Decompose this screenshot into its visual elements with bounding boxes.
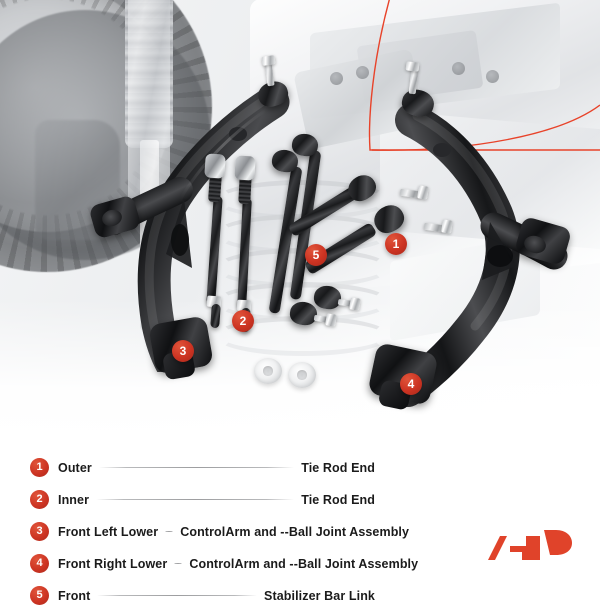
inner-tie-rod-b-housing xyxy=(234,155,256,181)
washer-right xyxy=(288,362,316,388)
legend-panel: 1 Outer Tie Rod End 2 Inner Tie Rod End … xyxy=(0,440,600,605)
legend-part-2: Tie Rod End xyxy=(301,492,375,507)
legend-part-5: Stabilizer Bar Link xyxy=(264,588,375,603)
legend-badge-4: 4 xyxy=(30,554,49,573)
legend-part-1: Tie Rod End xyxy=(301,460,375,475)
callout-badge-1: 1 xyxy=(385,233,407,255)
legend-row-4: 4 Front Right Lower ControlArm and --Bal… xyxy=(30,550,418,577)
right-arm-ball-joint-nut xyxy=(405,61,420,72)
legend-row-3: 3 Front Left Lower ControlArm and --Ball… xyxy=(30,518,409,545)
legend-position-2: Inner xyxy=(58,492,90,507)
legend-leader-2 xyxy=(96,499,295,500)
inner-tie-rod-a-thread xyxy=(210,303,221,329)
legend-row-5: 5 Front Stabilizer Bar Link xyxy=(30,582,375,609)
stabilizer-link-b-nut xyxy=(325,313,337,327)
product-photo: 1 2 3 4 5 xyxy=(0,0,600,440)
legend-leader-4 xyxy=(174,563,183,564)
outer-tie-rod-a-nut xyxy=(417,185,429,200)
legend-position-3: Front Left Lower xyxy=(58,524,159,539)
legend-position-5: Front xyxy=(58,588,91,603)
legend-part-4: ControlArm and --Ball Joint Assembly xyxy=(189,556,419,571)
legend-row-2: 2 Inner Tie Rod End xyxy=(30,486,375,513)
left-arm-ball-joint-nut xyxy=(261,55,276,66)
stabilizer-link-a-nut xyxy=(349,297,361,311)
a-premium-logo xyxy=(488,530,572,560)
background-bolt-hole xyxy=(356,66,369,79)
legend-badge-2: 2 xyxy=(30,490,49,509)
outer-tie-rod-b-nut xyxy=(441,219,453,234)
legend-part-3: ControlArm and --Ball Joint Assembly xyxy=(180,524,410,539)
callout-badge-2: 2 xyxy=(232,310,254,332)
callout-badge-5: 5 xyxy=(305,244,327,266)
legend-leader-1 xyxy=(98,467,295,468)
legend-badge-5: 5 xyxy=(30,586,49,605)
legend-position-4: Front Right Lower xyxy=(58,556,168,571)
legend-badge-3: 3 xyxy=(30,522,49,541)
washer-left xyxy=(254,358,282,384)
background-bolt-hole xyxy=(452,62,465,75)
callout-badge-4: 4 xyxy=(400,373,422,395)
legend-position-1: Outer xyxy=(58,460,92,475)
legend-row-1: 1 Outer Tie Rod End xyxy=(30,454,375,481)
background-bolt-hole xyxy=(330,72,343,85)
legend-leader-3 xyxy=(165,531,174,532)
legend-badge-1: 1 xyxy=(30,458,49,477)
callout-badge-3: 3 xyxy=(172,340,194,362)
inner-tie-rod-a-housing xyxy=(204,153,226,179)
legend-leader-5 xyxy=(97,595,258,596)
